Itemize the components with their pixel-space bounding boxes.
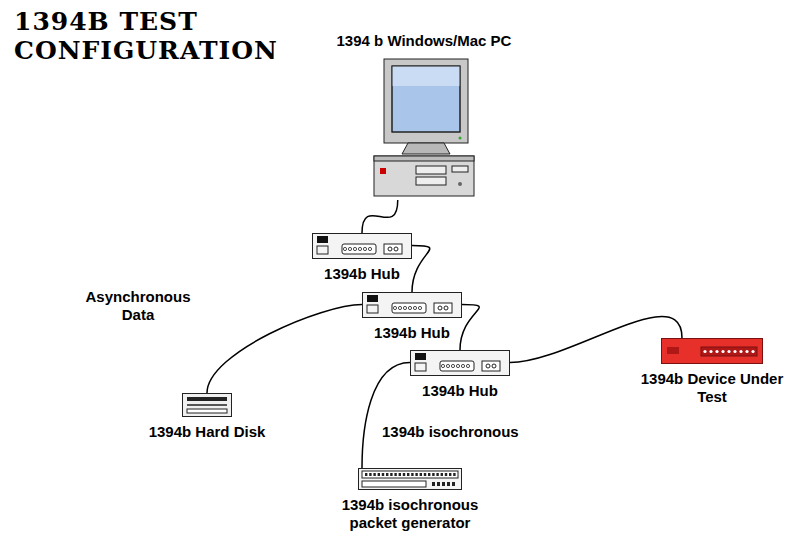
cable-label: 1394b isochronous — [380, 423, 521, 441]
device-drawing — [661, 338, 763, 364]
device-icon — [410, 350, 510, 376]
device-label: 1394b Hub — [324, 265, 400, 283]
computer-node: 1394 b Windows/Mac PC — [337, 32, 512, 200]
device-label: 1394b Device Under Test — [637, 370, 787, 406]
device-label: 1394b Hard Disk — [149, 423, 266, 441]
device-label: 1394b Hub — [422, 382, 498, 400]
device-drawing — [358, 468, 462, 490]
cable-connector — [412, 246, 430, 293]
device-icon — [182, 393, 232, 417]
device-icon — [312, 233, 412, 259]
cable-line — [460, 305, 479, 351]
cable-line — [207, 305, 362, 394]
cable-connector — [460, 305, 479, 351]
device-under-test-node: 1394b Device Under Test — [637, 338, 787, 406]
cable-line — [412, 246, 430, 293]
hub-node: 1394b Hub — [362, 292, 462, 342]
device-label: 1394b Hub — [374, 324, 450, 342]
device-icon — [661, 338, 763, 364]
packet-generator-node: 1394b isochronous packet generator — [330, 468, 490, 532]
device-icon — [358, 468, 462, 490]
diagram-title: 1394B TEST CONFIGURATION — [14, 8, 264, 66]
hub-node: 1394b Hub — [312, 233, 412, 283]
device-drawing — [372, 58, 476, 200]
device-icon — [362, 292, 462, 318]
cable-connector — [362, 363, 410, 469]
cable-connector — [510, 316, 682, 362]
hard-disk-node: 1394b Hard Disk — [149, 393, 266, 441]
device-drawing — [312, 233, 412, 259]
device-drawing — [410, 350, 510, 376]
cable-connector — [207, 305, 362, 394]
cable-line — [362, 363, 410, 469]
device-drawing — [362, 292, 462, 318]
device-label: 1394b isochronous packet generator — [330, 496, 490, 532]
device-drawing — [182, 393, 232, 417]
cable-line — [362, 200, 398, 233]
hub-node: 1394b Hub — [410, 350, 510, 400]
cable-connector — [362, 200, 398, 233]
device-label: 1394 b Windows/Mac PC — [337, 32, 512, 50]
cable-line — [510, 316, 682, 362]
device-icon — [372, 58, 476, 200]
cable-label: Asynchronous Data — [66, 288, 210, 324]
